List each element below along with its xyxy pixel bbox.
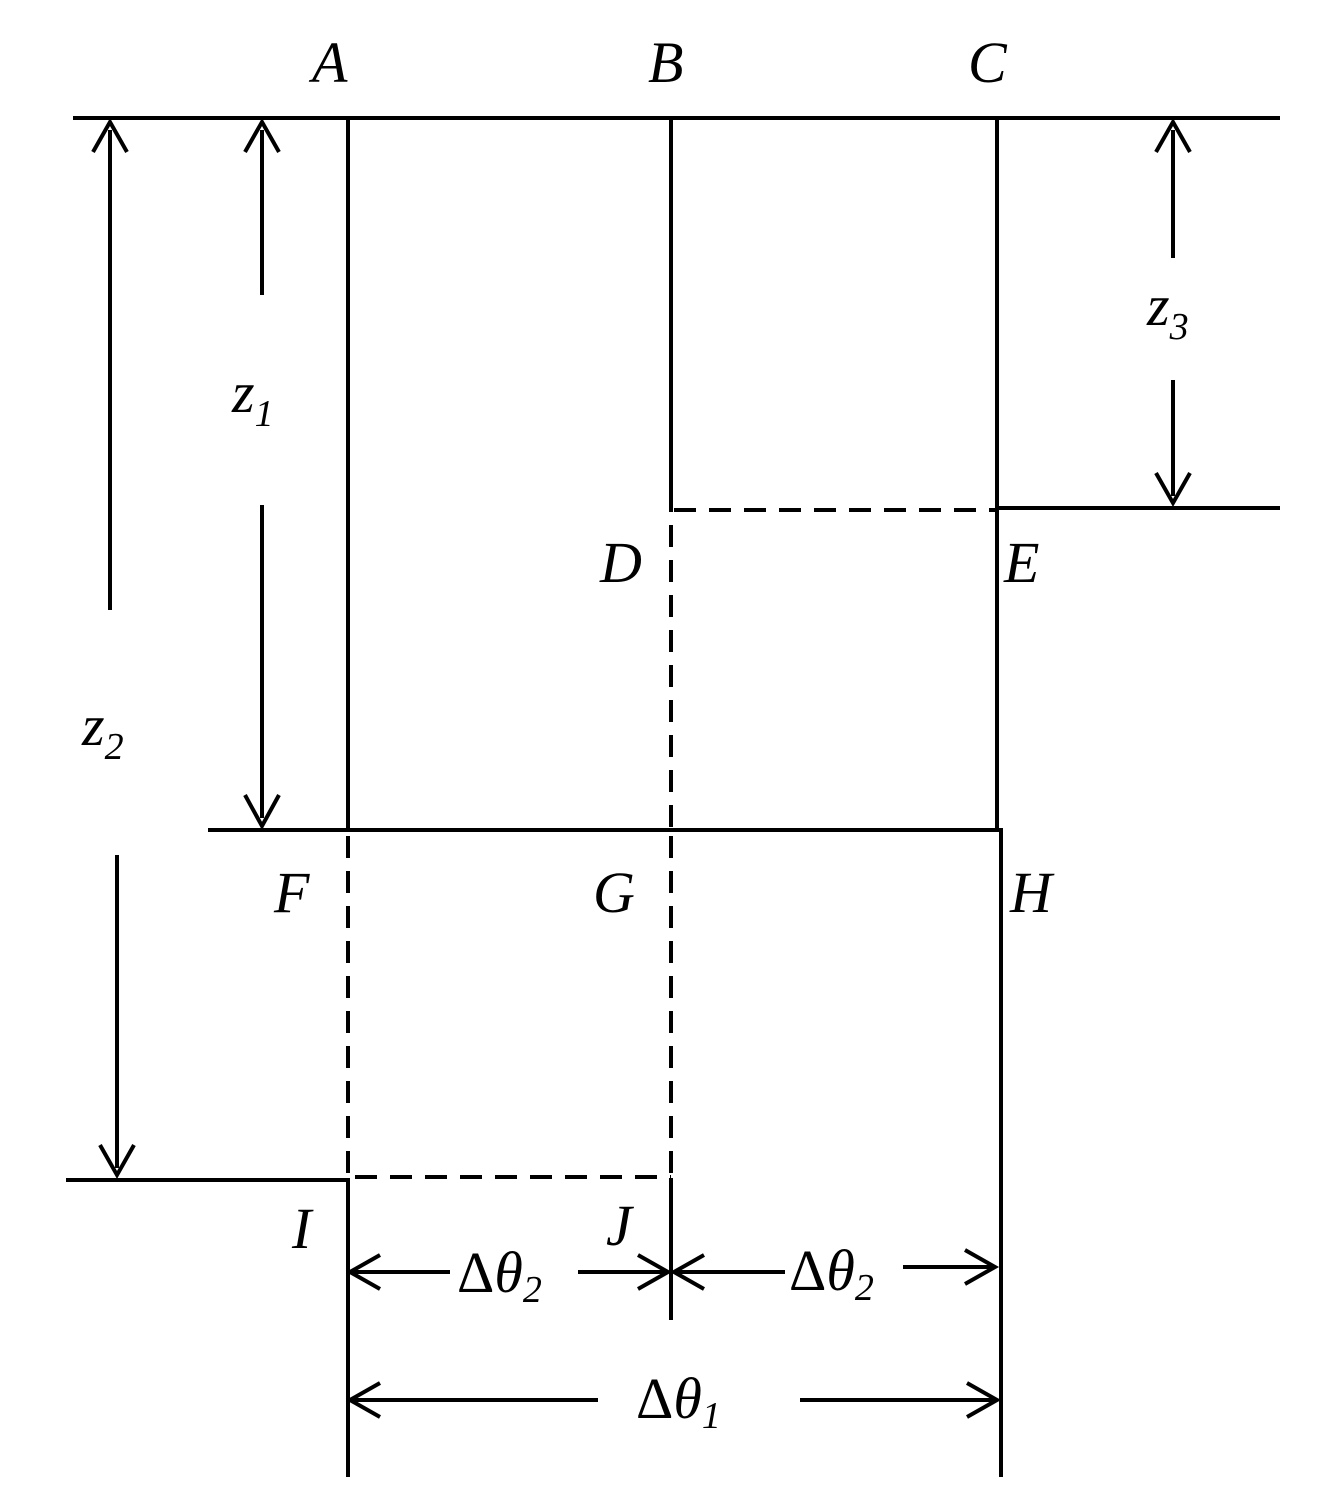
z2-label: z2: [81, 693, 124, 768]
point-label-A: A: [308, 30, 348, 95]
z1-label: z1: [231, 360, 274, 435]
point-label-J: J: [606, 1193, 635, 1258]
point-label-I: I: [291, 1196, 314, 1261]
dtheta2-left-dimension-arrow: [345, 1253, 673, 1291]
dtheta2-right-dimension-arrow: [669, 1248, 1000, 1291]
point-label-G: G: [593, 860, 635, 925]
dtheta1-label: Δθ1: [636, 1366, 721, 1437]
point-label-H: H: [1009, 860, 1055, 925]
point-label-E: E: [1003, 530, 1039, 595]
z1-dimension-arrow: [243, 117, 281, 831]
z3-dimension-arrow: [1154, 117, 1192, 508]
z3-label: z3: [1146, 273, 1189, 348]
z2-dimension-arrow: [91, 117, 136, 1180]
dtheta2-left-label: Δθ2: [457, 1240, 542, 1311]
point-label-C: C: [968, 30, 1008, 95]
point-label-F: F: [273, 860, 310, 925]
dtheta1-dimension-arrow: [345, 1381, 1002, 1419]
point-label-D: D: [599, 530, 642, 595]
dtheta2-right-label: Δθ2: [789, 1238, 874, 1309]
point-label-B: B: [648, 30, 683, 95]
